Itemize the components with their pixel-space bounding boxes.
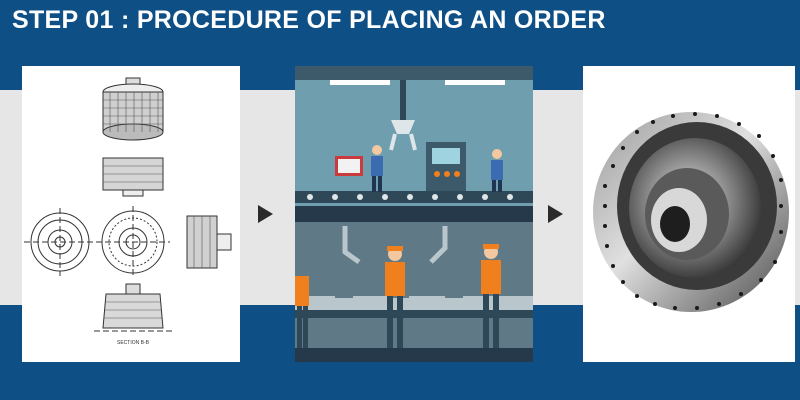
page-title: STEP 01 : PROCEDURE OF PLACING AN ORDER — [12, 6, 606, 34]
factory-illustration-panel — [295, 66, 533, 362]
technical-drawing-image: SECTION B-B — [24, 77, 232, 346]
technical-drawing-panel: SECTION B-B — [22, 66, 240, 362]
factory-illustration-image — [295, 66, 533, 362]
finished-part-image — [593, 112, 789, 312]
arrow-right-icon — [548, 205, 563, 223]
section-label: SECTION B-B — [117, 340, 150, 346]
arrow-right-icon — [258, 205, 273, 223]
finished-part-panel — [583, 66, 795, 362]
